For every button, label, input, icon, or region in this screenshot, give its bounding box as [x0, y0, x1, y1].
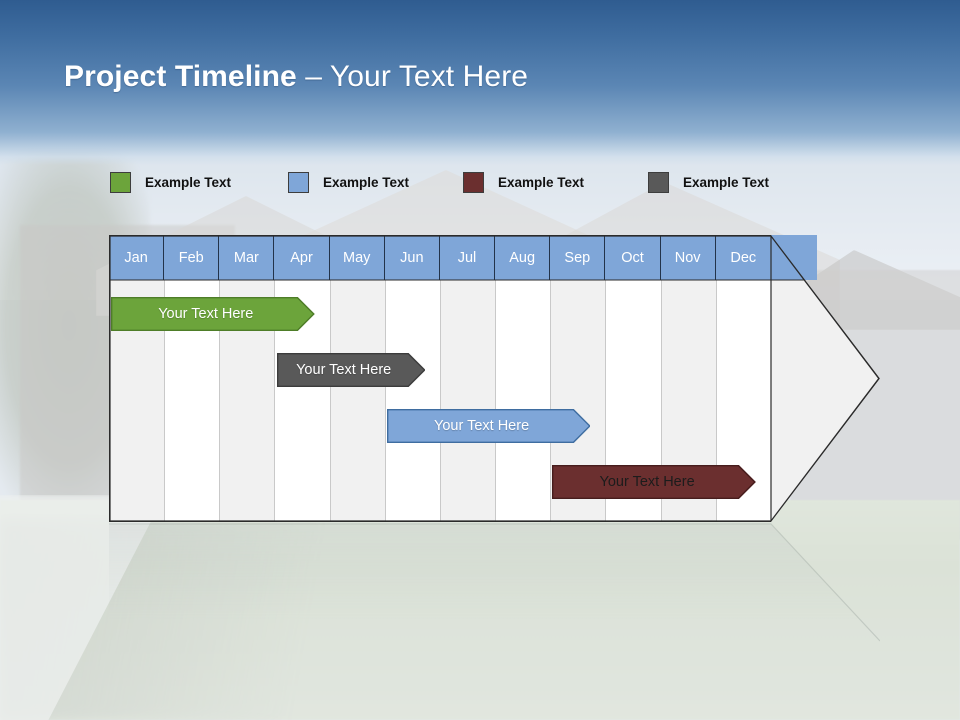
lawn-region [0, 500, 960, 720]
task-bar-outline [552, 464, 757, 499]
legend-item-label: Example Text [683, 174, 770, 190]
month-column-aug [495, 235, 551, 522]
month-header-mar[interactable]: Mar [219, 235, 275, 280]
title-banner-gradient [0, 0, 960, 165]
column-divider [329, 280, 331, 522]
month-header-apr[interactable]: Apr [274, 235, 330, 280]
column-divider [164, 280, 166, 522]
month-column-jul [439, 235, 496, 522]
chart-outline-svg [109, 235, 880, 522]
legend-swatch-gray [648, 171, 669, 193]
month-header-feb[interactable]: Feb [164, 235, 220, 280]
column-divider [550, 280, 552, 522]
month-header-dec[interactable]: Dec [730, 249, 757, 266]
month-header-oct[interactable]: Oct [605, 235, 661, 280]
column-divider [274, 280, 276, 522]
legend: Example Text Example Text Example Text Exam… [0, 169, 960, 195]
task-bar-outline [386, 408, 591, 443]
column-divider [219, 280, 221, 522]
chart-arrow-outline [109, 235, 880, 522]
month-header-jan[interactable]: Jan [109, 235, 165, 280]
month-column-mar [219, 235, 275, 522]
title-light-part: – Your Text Here [296, 60, 529, 93]
task-bar-outline [276, 352, 426, 387]
legend-swatch-darkred [463, 171, 484, 193]
month-header-nov[interactable]: Nov [661, 235, 716, 280]
legend-swatch-green [110, 171, 131, 193]
column-divider [495, 280, 497, 522]
column-divider [605, 280, 607, 522]
column-divider [384, 280, 386, 522]
title-bold-part: Project Timeline [64, 60, 297, 93]
task-bar-3[interactable]: Your Text Here [386, 408, 591, 443]
task-bar-label: Your Text Here [434, 418, 530, 434]
legend-item-label: Example Text [323, 174, 410, 190]
task-bar-2[interactable]: Your Text Here [276, 352, 426, 387]
task-bar-arrow-shape [552, 465, 756, 499]
task-bar-arrow-shape [277, 353, 425, 387]
task-bar-label: Your Text Here [296, 362, 392, 378]
legend-item-3[interactable]: Example Text [463, 169, 584, 195]
task-bar-label: Your Text Here [599, 474, 695, 490]
legend-item-2[interactable]: Example Text [288, 169, 409, 195]
month-header-jun[interactable]: Jun [385, 235, 440, 280]
task-bar-outline [110, 296, 315, 331]
month-header-sep[interactable]: Sep [550, 235, 606, 280]
legend-swatch-blue [288, 171, 309, 193]
legend-item-label: Example Text [498, 174, 585, 190]
legend-item-1[interactable]: Example Text [110, 169, 231, 195]
task-bar-4[interactable]: Your Text Here [552, 464, 757, 499]
page-title: Project Timeline – Your Text Here [64, 60, 528, 94]
column-divider [439, 280, 441, 522]
month-header-jul[interactable]: Jul [440, 235, 496, 280]
month-column-jan [109, 235, 165, 522]
task-bar-label: Your Text Here [158, 306, 254, 322]
month-header-arrow-tip [771, 235, 817, 280]
task-bar-1[interactable]: Your Text Here [110, 296, 315, 331]
month-header-may[interactable]: May [330, 235, 385, 280]
column-divider [660, 280, 662, 522]
task-bar-arrow-shape [387, 409, 591, 443]
task-bar-arrow-shape [111, 297, 315, 331]
month-header-aug[interactable]: Aug [495, 235, 551, 280]
legend-item-4[interactable]: Example Text [648, 169, 769, 195]
legend-item-label: Example Text [145, 174, 232, 190]
month-column-feb [164, 235, 220, 522]
column-divider [715, 280, 717, 522]
